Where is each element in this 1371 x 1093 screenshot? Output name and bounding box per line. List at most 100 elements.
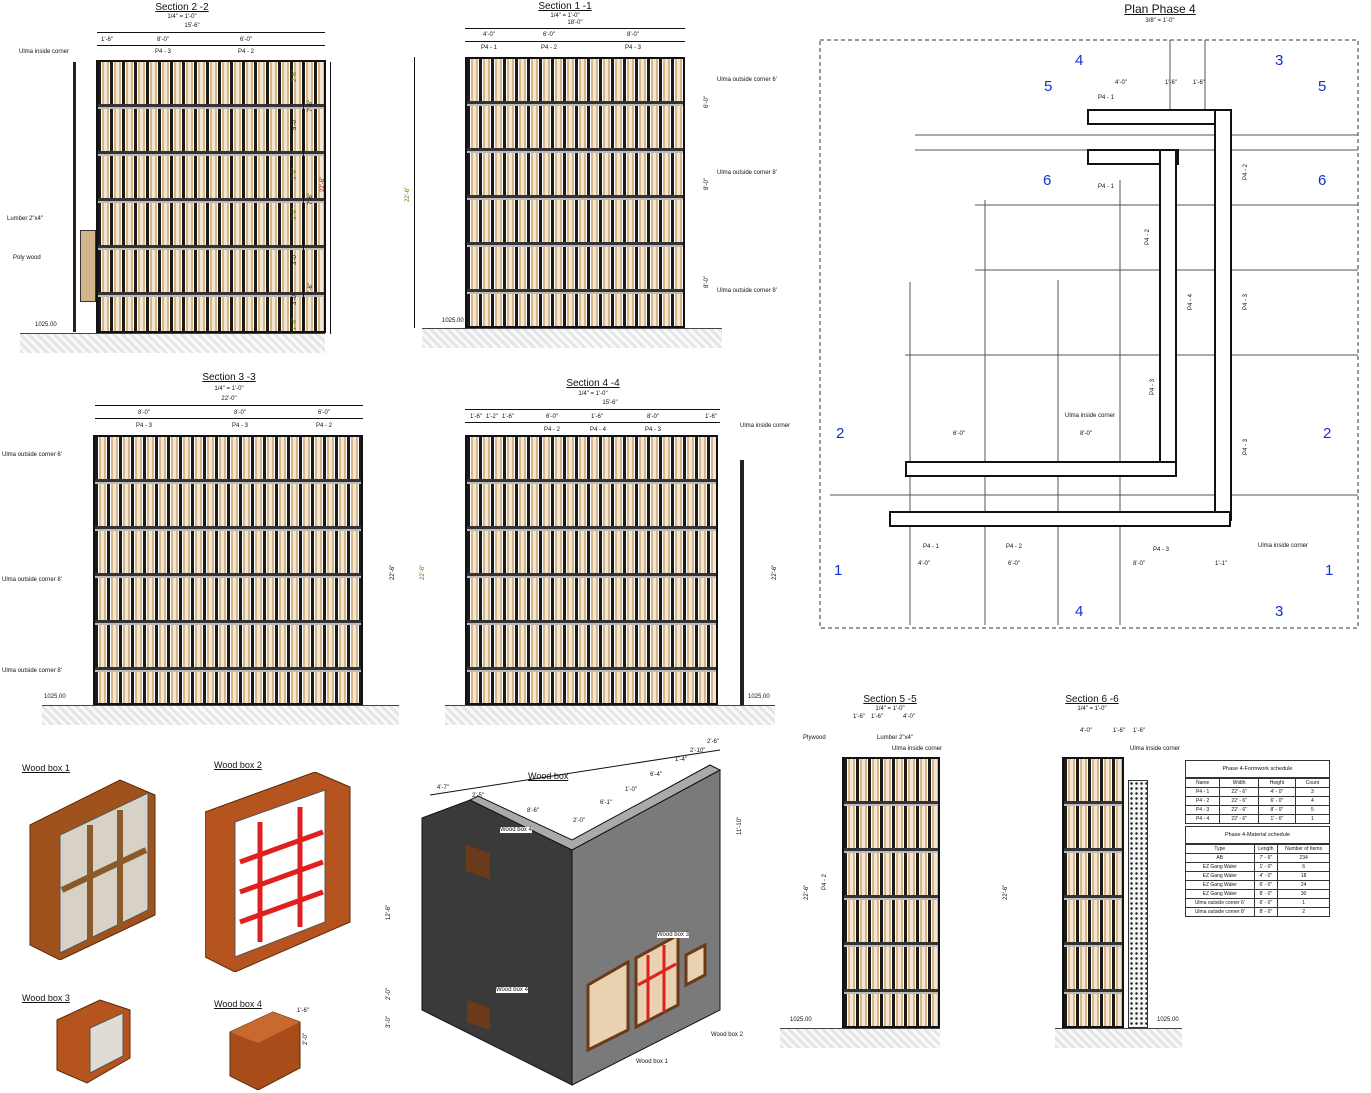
- callout-label: Lumber 2"x4": [7, 216, 43, 222]
- section-marker[interactable]: 3: [1275, 603, 1284, 620]
- section-marker[interactable]: 1: [834, 562, 843, 579]
- section-title: Section 2 -2: [155, 2, 209, 13]
- dim-label: 2'-6": [707, 739, 719, 745]
- callout-label: Ulma inside corner: [1065, 413, 1116, 419]
- dim-label: 8'-0": [1133, 561, 1145, 567]
- cell: 8' - 0": [1253, 907, 1279, 917]
- dim-line: [95, 405, 363, 406]
- callout-label: Ulma outside corner 8': [2, 577, 62, 583]
- cell: Ulma outside corner 6': [1185, 898, 1255, 908]
- cell: 234: [1277, 853, 1330, 863]
- dim-line: [465, 422, 720, 423]
- section-scale: 1/4" = 1'-0": [167, 14, 197, 20]
- cell: 22' - 6": [1219, 796, 1260, 806]
- callout-label: Poly wood: [13, 255, 41, 261]
- section-marker[interactable]: 4: [1075, 52, 1084, 69]
- overall-dim: 15'-6": [602, 400, 618, 406]
- dim-line: [97, 32, 325, 33]
- ground: [445, 705, 775, 725]
- cell: 18: [1277, 871, 1330, 881]
- height-label: 22'-6": [1003, 884, 1009, 900]
- cell: 24: [1277, 880, 1330, 890]
- section-title: Section 1 -1: [538, 1, 592, 12]
- height-label: 22'-6": [390, 564, 396, 580]
- ground: [780, 1028, 940, 1048]
- ground: [42, 705, 399, 725]
- dim-label: 12'-6": [386, 904, 392, 920]
- formwork-panel: [465, 57, 685, 328]
- wood-box-4-label: Wood box 4: [214, 999, 262, 1009]
- panel-label: P4 - 4: [590, 427, 607, 433]
- column-header: Length: [1253, 844, 1279, 854]
- cell: 8' - 0": [1253, 889, 1279, 899]
- panel-label: P4 - 1: [923, 544, 940, 550]
- dim-label: 1'-1": [1215, 561, 1227, 567]
- section-marker[interactable]: 2: [836, 425, 845, 442]
- dim-label: 1'-6": [591, 414, 603, 420]
- iso-title: Wood box: [528, 771, 569, 781]
- panel-label: P4 - 3: [625, 45, 642, 51]
- cell: 6' - 0": [1258, 796, 1296, 806]
- dim-label: 8'-0": [647, 414, 659, 420]
- callout-label: Ulma outside corner 6': [2, 452, 62, 458]
- cell: P4 - 4: [1184, 814, 1221, 824]
- section-marker[interactable]: 1: [1325, 562, 1334, 579]
- dim-label: 1'-2": [486, 414, 498, 420]
- section-marker[interactable]: 3: [1275, 52, 1284, 69]
- dim-label: 8'-0": [234, 410, 246, 416]
- section-title: Section 6 -6: [1065, 694, 1119, 705]
- cell: EZ Gang Waler: [1185, 862, 1255, 872]
- dim-label: 8'-0": [157, 37, 169, 43]
- ground: [1055, 1028, 1182, 1048]
- dim-line: [97, 45, 325, 46]
- column-header: Type: [1185, 844, 1255, 854]
- overall-dim: 18'-0": [567, 20, 583, 26]
- cell: P4 - 1: [1184, 787, 1221, 797]
- panel-label: P4 - 4: [1188, 293, 1194, 310]
- panel-label: P4 - 3: [1150, 378, 1156, 395]
- cell: 6' - 0": [1253, 898, 1279, 908]
- wood-box-2-drawing: [205, 772, 351, 972]
- schedule-title: Phase 4-Formwork schedule: [1185, 760, 1330, 778]
- section-marker[interactable]: 5: [1318, 78, 1327, 95]
- section-marker[interactable]: 2: [1323, 425, 1332, 442]
- cell: 22' - 6": [1219, 805, 1260, 815]
- callout-label: Wood box 3: [657, 932, 689, 938]
- dim-line: [330, 62, 331, 334]
- callout-label: Ulma outside corner 8': [717, 288, 777, 294]
- cell: 22' - 6": [1219, 787, 1260, 797]
- dim-label: 1'-0": [625, 787, 637, 793]
- panel-label: P4 - 3: [645, 427, 662, 433]
- callout-label: Ulma inside corner: [892, 746, 943, 752]
- column-header: Number of Items: [1277, 844, 1330, 854]
- dim-label: 6'-1": [600, 800, 612, 806]
- dim-label: 3'-0": [386, 1016, 392, 1028]
- panel-label: P4 - 3: [1243, 293, 1249, 310]
- dim-label: 1'-6": [297, 1008, 309, 1014]
- section-marker[interactable]: 4: [1075, 603, 1084, 620]
- table-row: Ulma outside corner 8'8' - 0"2: [1185, 907, 1330, 917]
- height-label: 22'-6": [772, 564, 778, 580]
- section-marker[interactable]: 6: [1318, 172, 1327, 189]
- cell: 3: [1294, 787, 1331, 797]
- callout-label: Wood box 4: [496, 987, 528, 993]
- panel-label: P4 - 3: [136, 423, 153, 429]
- callout-label: Ulma outside corner 8': [717, 170, 777, 176]
- section-marker[interactable]: 5: [1044, 78, 1053, 95]
- wood-box-1-drawing: [29, 779, 156, 960]
- dim-label: 6'-0": [240, 37, 252, 43]
- dim-label: 8'-6": [527, 808, 539, 814]
- schedule-title: Phase 4-Material schedule: [1185, 826, 1330, 844]
- section-marker[interactable]: 6: [1043, 172, 1052, 189]
- dim-label: 1'-4": [675, 757, 687, 763]
- section-scale: 1/4" = 1'-0": [214, 386, 244, 392]
- overall-dim: 15'-6": [184, 23, 200, 29]
- cell: 4: [1294, 796, 1331, 806]
